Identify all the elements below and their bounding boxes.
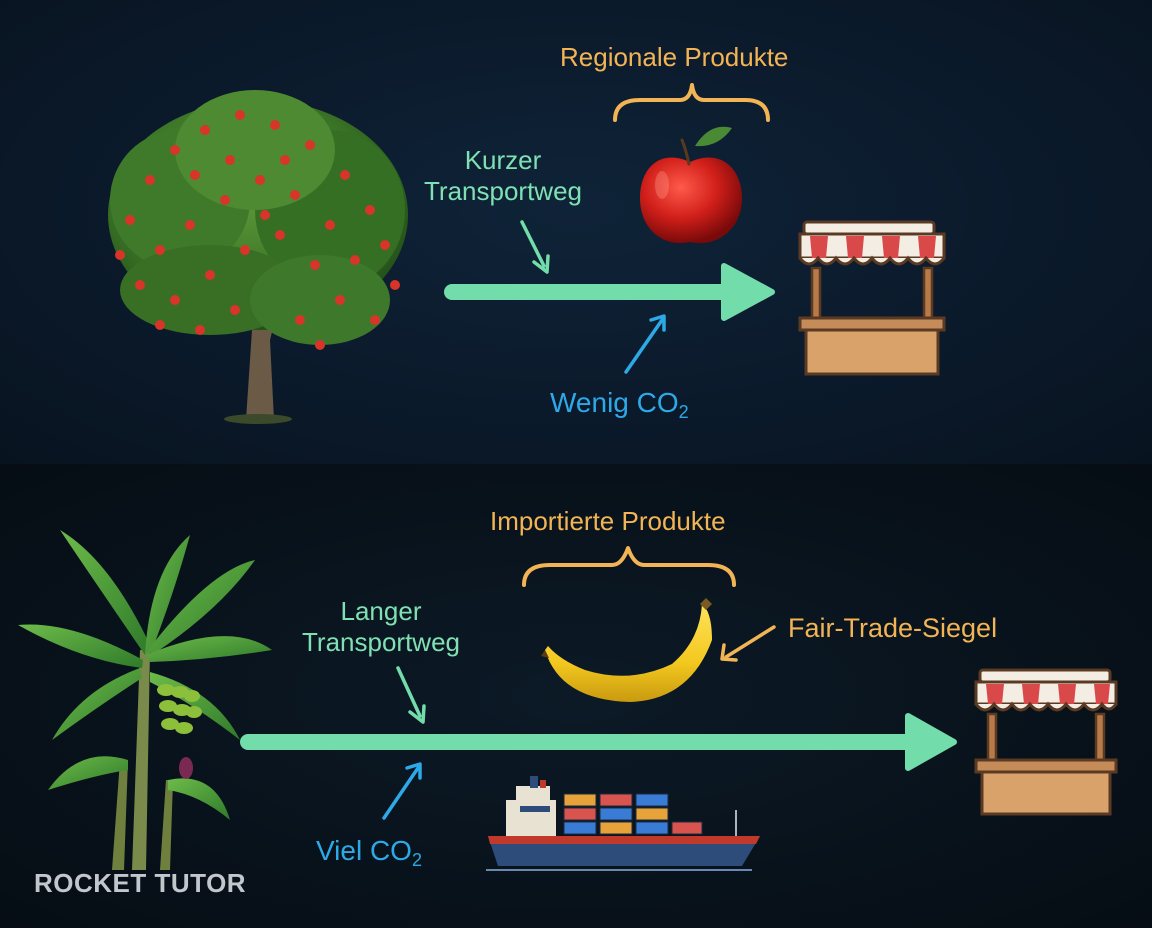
high-co2-pointer (382, 762, 422, 820)
low-co2-label: Wenig CO2 (550, 387, 689, 422)
market-stall-icon-bottom (974, 668, 1118, 816)
banana-icon (541, 598, 712, 702)
cargo-ship-icon (486, 776, 760, 871)
regional-brace (613, 83, 770, 122)
long-route-label: Langer Transportweg (302, 596, 460, 658)
long-route-arrow (240, 713, 957, 771)
low-co2-pointer (624, 314, 666, 374)
regional-products-label: Regionale Produkte (560, 42, 789, 72)
imported-products-label: Importierte Produkte (490, 506, 726, 536)
short-route-label: Kurzer Transportweg (424, 145, 582, 207)
rocket-tutor-logo: ROCKET TUTOR (34, 868, 247, 898)
apple-tree-icon (108, 90, 408, 424)
long-route-pointer (396, 666, 426, 724)
fair-trade-label: Fair-Trade-Siegel (788, 613, 998, 643)
banana-tree-icon (18, 530, 272, 870)
fair-trade-pointer (720, 625, 776, 662)
market-stall-icon-top (798, 220, 946, 376)
apple-icon (640, 126, 742, 244)
imported-brace (522, 546, 736, 587)
high-co2-label: Viel CO2 (316, 835, 422, 870)
short-route-arrow (444, 263, 775, 321)
short-route-pointer (520, 220, 550, 274)
